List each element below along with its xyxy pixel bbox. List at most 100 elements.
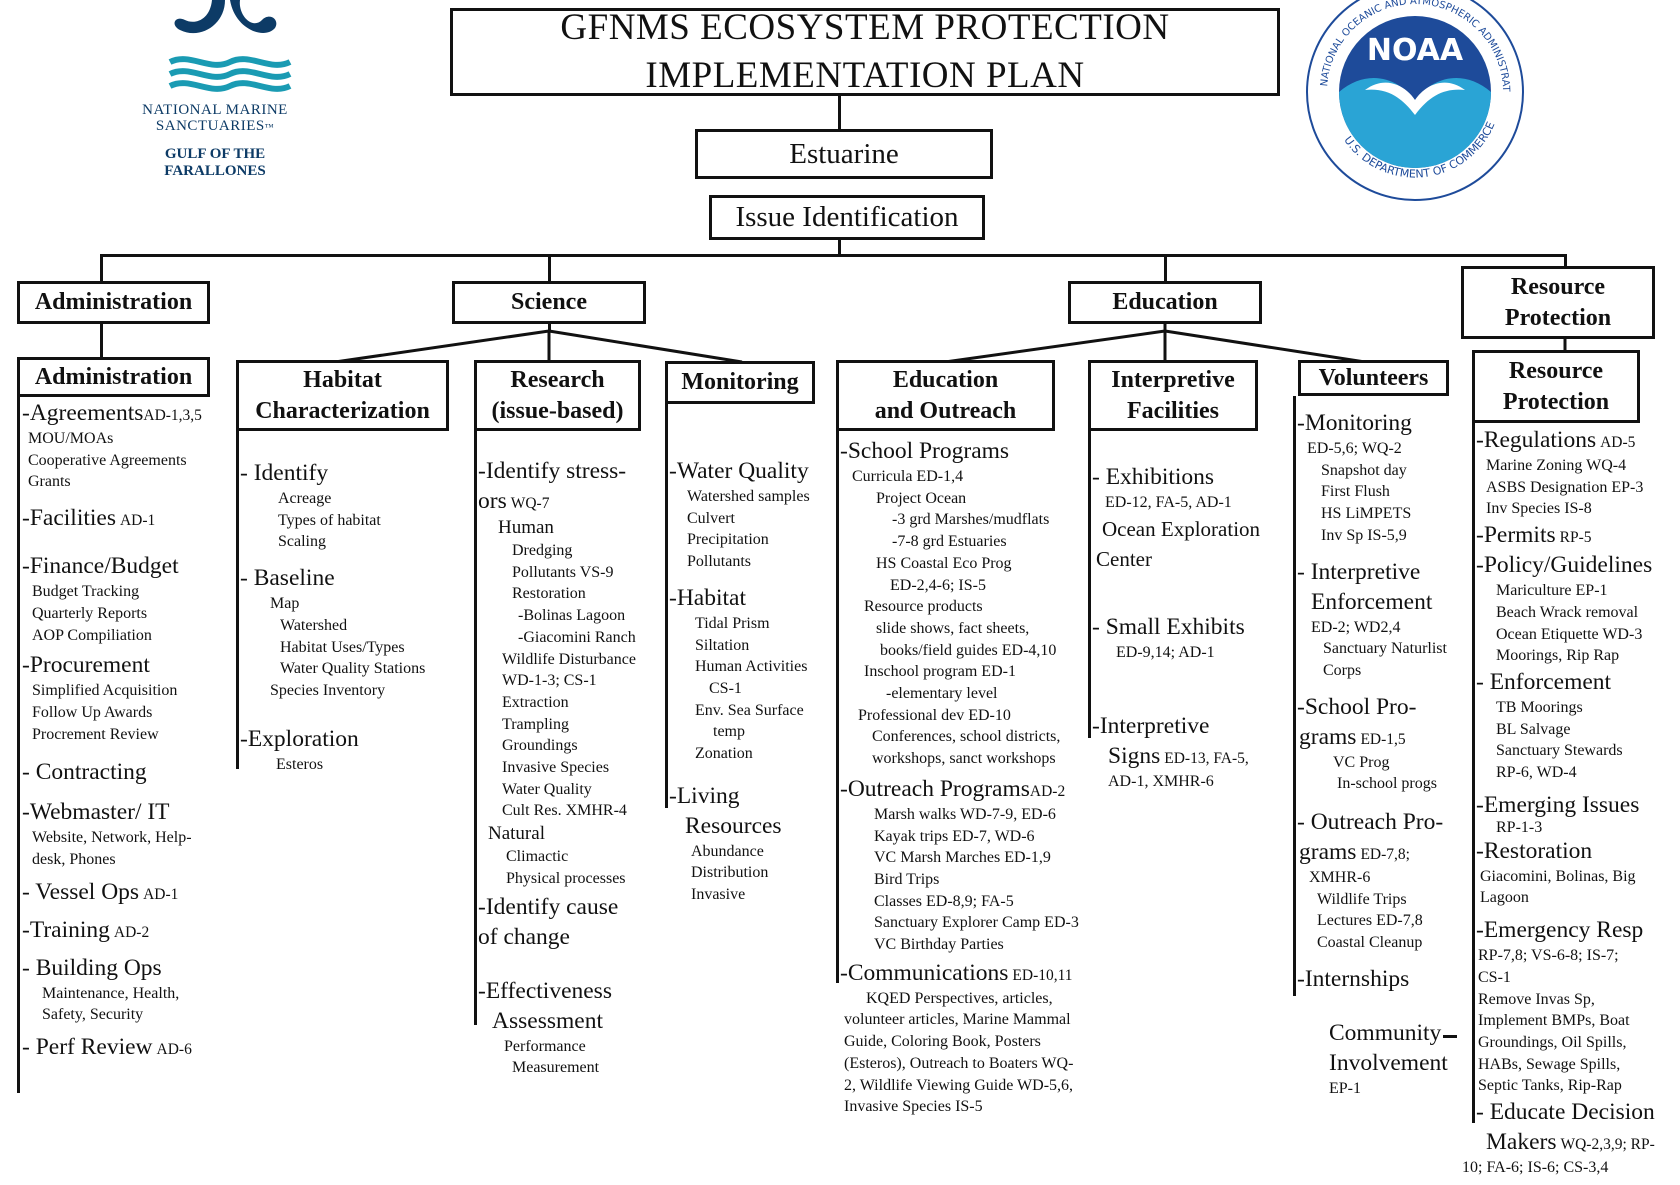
list-item: First Flush — [1321, 483, 1390, 501]
list-item: Pollutants VS-9 — [512, 563, 614, 581]
list-item: VC Prog — [1333, 753, 1390, 771]
list-item: -Water Quality — [669, 458, 809, 484]
list-item: Follow Up Awards — [32, 703, 153, 721]
list-item: Beach Wrack removal — [1496, 603, 1639, 621]
spine-resource — [1472, 423, 1475, 1123]
list-item: ASBS Designation EP-3 — [1486, 478, 1644, 496]
list-item: -Living — [669, 782, 740, 809]
administration-subheading: Administration — [17, 357, 210, 397]
list-item: workshops, sanct workshops — [872, 750, 1056, 768]
list-item: -Training AD-2 — [22, 916, 150, 943]
list-item: Performance — [504, 1037, 586, 1055]
list-item: Resources — [685, 812, 782, 839]
list-item: EP-1 — [1329, 1079, 1361, 1097]
list-item: -Facilities AD-1 — [22, 505, 156, 532]
list-item: Marine Zoning WQ-4 — [1486, 457, 1627, 474]
list-item: Cult Res. XMHR-4 — [502, 802, 627, 820]
list-item: Zonation — [695, 745, 753, 763]
list-item: slide shows, fact sheets, — [876, 619, 1030, 637]
list-item: Invasive Species IS-5 — [844, 1098, 983, 1116]
list-item: KQED Perspectives, articles, — [866, 989, 1053, 1007]
list-item: Culvert — [687, 509, 735, 527]
list-item: - Interpretive — [1297, 558, 1421, 585]
list-item: Types of habitat — [278, 511, 381, 529]
list-item: Watershed samples — [687, 488, 810, 505]
list-item: Species Inventory — [270, 681, 386, 699]
list-item: Inv Sp IS-5,9 — [1321, 526, 1407, 544]
list-item: WD-1-3; CS-1 — [502, 672, 597, 690]
list-item: -3 grd Marshes/mudflats — [892, 511, 1050, 529]
list-item: ors WQ-7 — [478, 488, 550, 514]
list-item: RP-7,8; VS-6-8; IS-7; — [1478, 947, 1619, 965]
list-item: Simplified Acquisition — [32, 682, 178, 700]
level1-horizontal-line — [100, 254, 1567, 257]
spine-monitoring — [665, 404, 668, 808]
list-item: -Interpretive — [1092, 713, 1210, 740]
list-item: ED-12, FA-5, AD-1 — [1105, 494, 1232, 511]
list-item: Enforcement — [1311, 588, 1433, 615]
list-item: Acreage — [278, 490, 332, 507]
list-item: - Enforcement — [1476, 668, 1612, 695]
list-item: VC Birthday Parties — [874, 936, 1004, 954]
list-item: CS-1 — [1478, 968, 1511, 986]
list-item: Inv Species IS-8 — [1486, 500, 1592, 518]
list-item: HS Coastal Eco Prog — [876, 554, 1012, 572]
list-item: - Contracting — [22, 759, 147, 786]
list-item: Siltation — [695, 636, 750, 654]
list-item: Groundings — [502, 737, 578, 755]
list-item: Mariculture EP-1 — [1496, 582, 1608, 600]
list-item: XMHR-6 — [1309, 869, 1371, 887]
list-item: AD-1, XMHR-6 — [1108, 773, 1214, 791]
spine-research — [474, 431, 477, 1025]
list-item: -Outreach ProgramsAD-2 — [840, 775, 1066, 802]
community-involvement: Community Involvement EP-1 — [1297, 1018, 1458, 1100]
list-item: Maintenance, Health, — [42, 984, 180, 1002]
list-item: -School Programs — [840, 438, 1010, 464]
list-item: Water Quality Stations — [280, 660, 426, 678]
list-item: Wildlife Trips — [1317, 890, 1407, 908]
list-item: Kayak trips ED-7, WD-6 — [874, 827, 1035, 845]
list-item: Implement BMPs, Boat — [1478, 1012, 1630, 1030]
list-item: ED-9,14; AD-1 — [1116, 643, 1215, 661]
list-item: -AgreementsAD-1,3,5 — [22, 400, 202, 426]
list-item: AOP Compiliation — [32, 626, 152, 644]
list-item: -Finance/Budget — [22, 553, 179, 580]
list-item: Invasive — [691, 886, 746, 904]
list-item: HABs, Sewage Spills, — [1478, 1055, 1621, 1073]
list-item: Physical processes — [506, 869, 626, 887]
monitoring-heading: Monitoring — [665, 361, 815, 404]
list-item: MOU/MOAs — [28, 430, 114, 447]
list-item: -School Pro- — [1297, 693, 1417, 720]
spine-volunteers — [1293, 396, 1296, 996]
list-item: -Bolinas Lagoon — [518, 607, 626, 625]
list-item: Marsh walks WD-7-9, ED-6 — [874, 805, 1056, 823]
list-item: books/field guides ED-4,10 — [880, 641, 1057, 659]
list-item: Invasive Species — [502, 759, 610, 777]
connector-title-estuarine — [838, 96, 841, 129]
list-item: Dredging — [512, 542, 573, 559]
list-item: Habitat Uses/Types — [280, 638, 405, 656]
plan-title-box: GFNMS ECOSYSTEM PROTECTION IMPLEMENTATIO… — [450, 7, 1280, 96]
list-item: Center — [1096, 546, 1152, 571]
list-item: RP-6, WD-4 — [1496, 764, 1577, 782]
list-item: Natural — [488, 823, 545, 845]
list-item: ED-5,6; WQ-2 — [1307, 440, 1402, 457]
list-item: Moorings, Rip Rap — [1496, 647, 1620, 665]
list-item: Budget Tracking — [32, 583, 140, 601]
list-item: Measurement — [512, 1059, 600, 1077]
list-item: Conferences, school districts, — [872, 728, 1061, 746]
list-item: -Giacomini Ranch — [518, 628, 636, 646]
list-item: - Building Ops — [22, 954, 162, 981]
national-marine-sanctuaries-logo: NATIONAL MARINE SANCTUARIES™ GULF OF THE… — [130, 0, 300, 185]
connector-l1-resource — [1564, 254, 1567, 268]
list-item: Assessment — [492, 1007, 603, 1034]
list-item: Safety, Security — [42, 1006, 144, 1024]
list-item: Professional dev ED-10 — [858, 706, 1011, 724]
list-item: Quarterly Reports — [32, 604, 148, 622]
plan-title-line1: GFNMS ECOSYSTEM PROTECTION — [560, 7, 1170, 48]
gulf-farallones-name: GULF OF THE FARALLONES — [164, 146, 266, 179]
list-item: CS-1 — [709, 679, 742, 697]
list-item: -Identify cause — [478, 893, 619, 920]
